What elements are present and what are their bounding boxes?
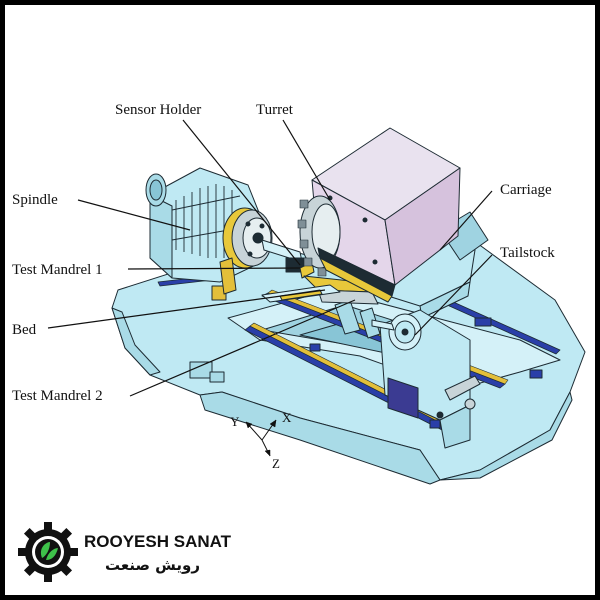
axis-label-y: Y: [230, 414, 240, 429]
leader-carriage: [439, 190, 493, 251]
label-test-mandrel-1: Test Mandrel 1: [12, 262, 103, 278]
diagram-frame: Sensor Holder Turret Carriage Spindle Ta…: [5, 5, 595, 595]
tailstock: [371, 309, 481, 449]
label-spindle: Spindle: [12, 192, 58, 208]
leader-bed: [47, 289, 326, 329]
tailstock-window: [387, 377, 419, 419]
label-tailstock: Tailstock: [500, 245, 555, 261]
axis-triad: Y X Z: [230, 410, 292, 471]
axis-label-z: Z: [272, 456, 280, 471]
leader-sensor-holder: [182, 119, 301, 266]
turret: [297, 127, 461, 303]
labels: Sensor Holder Turret Carriage Spindle Ta…: [12, 102, 555, 404]
label-test-mandrel-2: Test Mandrel 2: [12, 388, 103, 404]
machine-illustration: [111, 127, 586, 485]
label-turret: Turret: [256, 102, 294, 118]
leader-lines: [47, 119, 493, 397]
spindle-headstock: [145, 167, 273, 295]
rooyesh-sanat-logo: ROOYESH SANAT رویش صنعت: [18, 522, 232, 582]
label-sensor-holder: Sensor Holder: [115, 102, 201, 118]
axis-label-x: X: [282, 410, 292, 425]
lathe-diagram: Sensor Holder Turret Carriage Spindle Ta…: [12, 102, 586, 582]
leader-tailstock: [414, 254, 493, 336]
logo-name: ROOYESH SANAT: [84, 532, 232, 551]
leader-turret: [282, 119, 331, 201]
gear-icon: [18, 522, 78, 582]
label-carriage: Carriage: [500, 182, 552, 198]
leader-spindle: [77, 199, 191, 231]
leader-test-mandrel-2: [129, 299, 356, 397]
leader-test-mandrel-1: [127, 267, 301, 270]
logo-name-fa: رویش صنعت: [105, 556, 200, 574]
label-bed: Bed: [12, 322, 37, 338]
leaf-icon: [40, 542, 50, 558]
